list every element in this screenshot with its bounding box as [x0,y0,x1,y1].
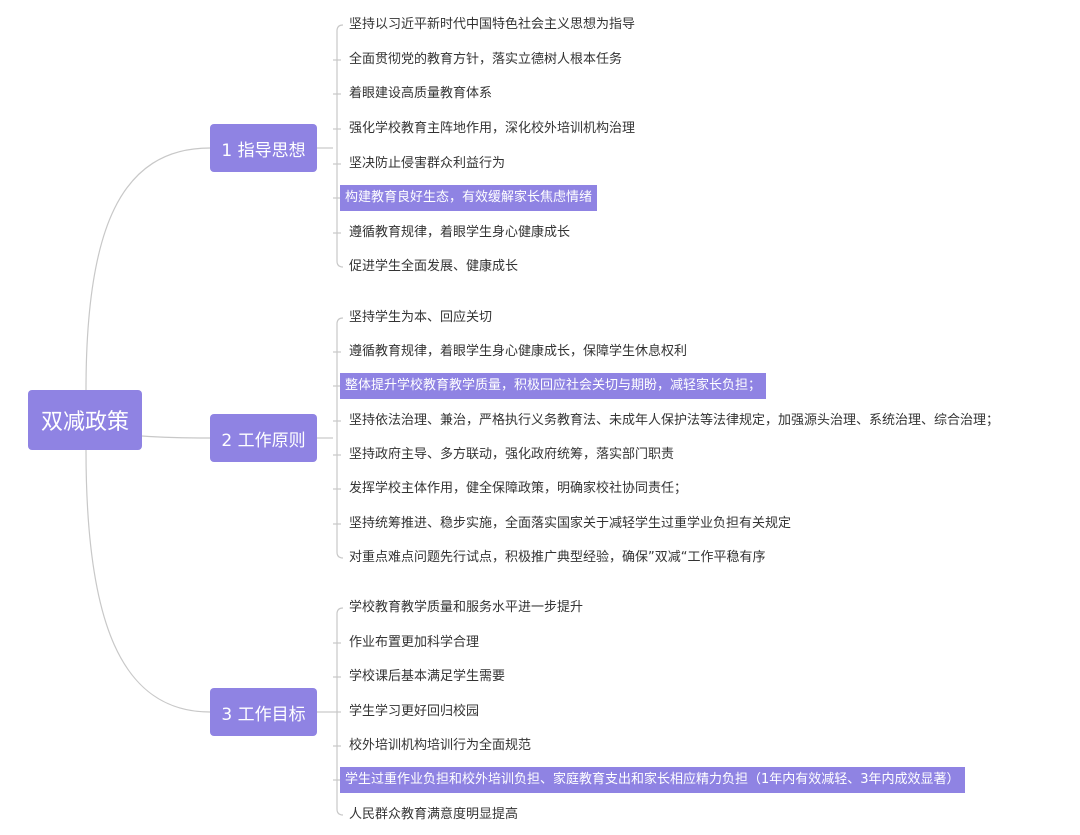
leaf-item[interactable]: 学生学习更好回归校园 [349,704,480,719]
leaf-item-highlighted[interactable]: 构建教育良好生态，有效缓解家长焦虑情绪 [340,185,598,211]
branch-3-bracket-bottom [336,808,344,816]
branch-3-bracket-top [336,607,344,615]
root-node[interactable]: 双减政策 [28,390,142,450]
leaf-item[interactable]: 人民群众教育满意度明显提高 [349,807,519,822]
leaf-item[interactable]: 坚持依法治理、兼治，严格执行义务教育法、未成年人保护法等法律规定，加强源头治理、… [349,413,1000,428]
branch-2-bracket-bottom [336,551,344,559]
leaf-item[interactable]: 着眼建设高质量教育体系 [349,86,493,101]
root-to-branch-1-line [85,147,211,391]
root-to-branch-3-line [85,449,211,713]
leaf-item[interactable]: 促进学生全面发展、健康成长 [349,259,519,274]
leaf-item[interactable]: 坚持以习近平新时代中国特色社会主义思想为指导 [349,17,636,32]
branch-2-bracket-top [336,317,344,325]
branch-node-guiding-ideology[interactable]: 1 指导思想 [210,124,317,172]
leaf-item[interactable]: 坚持统筹推进、稳步实施，全面落实国家关于减轻学生过重学业负担有关规定 [349,516,792,531]
root-to-branch-2-line [141,435,211,439]
leaf-item[interactable]: 坚决防止侵害群众利益行为 [349,156,506,171]
leaf-item[interactable]: 坚持学生为本、回应关切 [349,310,493,325]
leaf-item[interactable]: 全面贯彻党的教育方针，落实立德树人根本任务 [349,52,623,67]
branch-1-bracket-bottom [336,260,344,268]
leaf-item[interactable]: 坚持政府主导、多方联动，强化政府统筹，落实部门职责 [349,447,675,462]
leaf-item[interactable]: 校外培训机构培训行为全面规范 [349,738,532,753]
branch-1-bracket-top [336,24,344,32]
leaf-item[interactable]: 遵循教育规律，着眼学生身心健康成长，保障学生休息权利 [349,344,688,359]
branch-node-work-goals[interactable]: 3 工作目标 [210,688,317,736]
leaf-item-highlighted[interactable]: 学生过重作业负担和校外培训负担、家庭教育支出和家长相应精力负担（1年内有效减轻、… [340,767,965,793]
leaf-item[interactable]: 遵循教育规律，着眼学生身心健康成长 [349,225,571,240]
leaf-item-highlighted[interactable]: 整体提升学校教育教学质量，积极回应社会关切与期盼，减轻家长负担； [340,373,767,399]
leaf-item[interactable]: 学校课后基本满足学生需要 [349,669,506,684]
leaf-item[interactable]: 强化学校教育主阵地作用，深化校外培训机构治理 [349,121,636,136]
branch-node-work-principles[interactable]: 2 工作原则 [210,414,317,462]
leaf-item[interactable]: 对重点难点问题先行试点，积极推广典型经验，确保”双减“工作平稳有序 [349,550,766,565]
leaf-item[interactable]: 发挥学校主体作用，健全保障政策，明确家校社协同责任； [349,481,688,496]
leaf-item[interactable]: 作业布置更加科学合理 [349,635,480,650]
leaf-item[interactable]: 学校教育教学质量和服务水平进一步提升 [349,600,584,615]
